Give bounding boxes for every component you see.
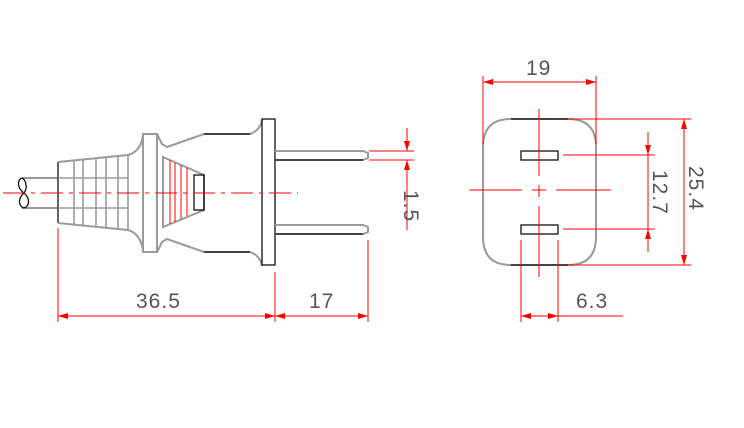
dimension-label: 36.5 (136, 290, 181, 313)
plug-body (156, 119, 263, 267)
dimension-label: 6.3 (576, 290, 608, 313)
dimension-pin-width: 6.3 (520, 240, 623, 322)
side-view: 1.5 36.5 17 (3, 118, 422, 322)
dimension-height: 25.4 (568, 118, 707, 266)
dimension-pin-thickness: 1.5 (369, 128, 422, 230)
pins (275, 150, 369, 235)
dimension-pin-spacing: 12.7 (563, 132, 671, 252)
centerlines (469, 109, 611, 277)
dimension-label: 19 (526, 57, 551, 80)
strain-relief-boot (57, 134, 144, 252)
dimension-body-length: 36.5 (57, 228, 276, 322)
dimension-label: 17 (309, 290, 334, 313)
dimension-label: 25.4 (684, 166, 707, 211)
dimension-width: 19 (482, 57, 597, 144)
flange (261, 118, 276, 266)
dimension-label: 12.7 (648, 170, 671, 215)
dimension-pin-length: 17 (275, 240, 369, 322)
dimension-label: 1.5 (399, 190, 422, 222)
cable (17, 177, 58, 209)
front-view: 19 25.4 12.7 6.3 (469, 57, 707, 322)
